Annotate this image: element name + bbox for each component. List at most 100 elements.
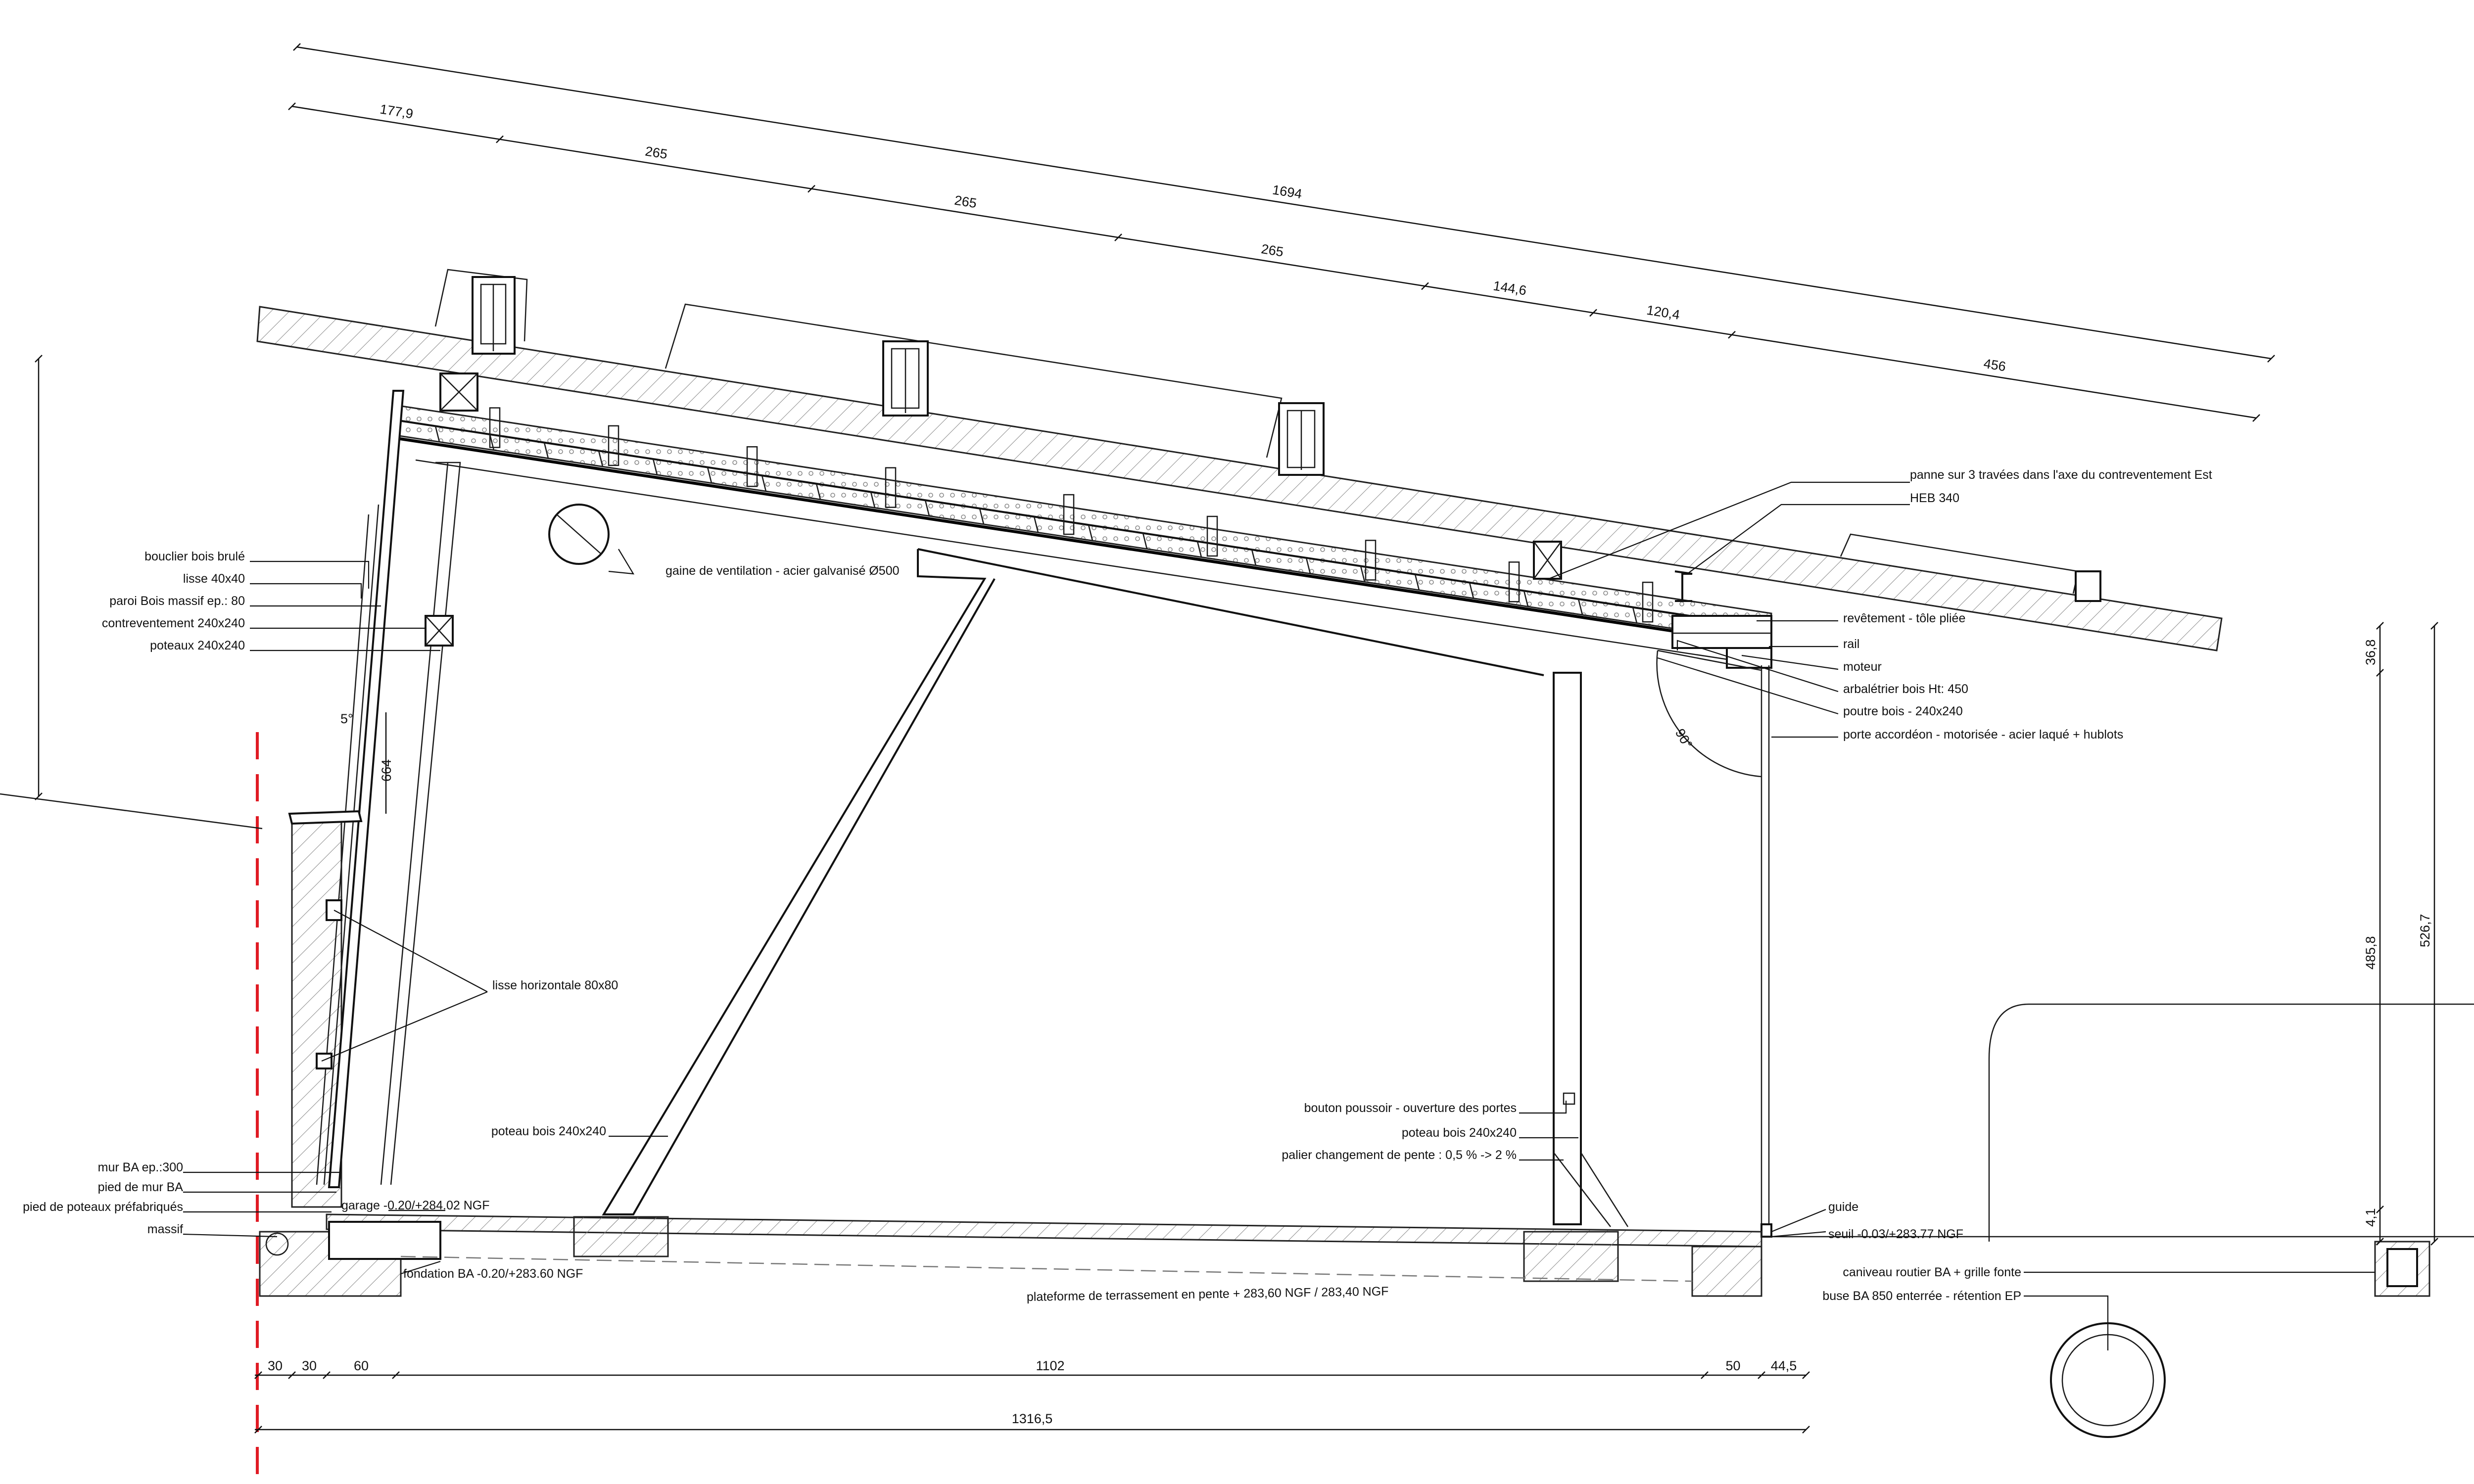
dim-top-tick xyxy=(1421,282,1429,290)
rafter-marker xyxy=(543,442,549,459)
rafter-marker xyxy=(1469,582,1475,599)
door-swing xyxy=(1656,649,1762,778)
rafter-marker xyxy=(870,492,876,508)
dim-bottom-4: 50 xyxy=(1725,1358,1740,1373)
dim-total-tick xyxy=(2267,355,2275,363)
label-poteau-bois-left: poteau bois 240x240 xyxy=(491,1124,606,1138)
dim-top-3: 265 xyxy=(1260,241,1285,260)
label-palier: palier changement de pente : 0,5 % -> 2 … xyxy=(1282,1148,1517,1162)
dim-top-tick xyxy=(808,185,815,193)
label-bardage: bouclier bois brulé xyxy=(144,550,245,563)
rafter-marker xyxy=(1142,533,1148,550)
rafter-marker xyxy=(1577,599,1583,615)
dim-top-6: 456 xyxy=(1983,356,2007,374)
label-guide: guide xyxy=(1828,1200,1858,1214)
interior-posts xyxy=(602,548,1772,1238)
dim-top-4: 144,6 xyxy=(1492,278,1527,298)
dim-top-tick xyxy=(1728,330,1736,339)
dim-top-5: 120,4 xyxy=(1646,303,1681,323)
rafter-marker xyxy=(1196,541,1202,557)
rafter-marker xyxy=(1033,516,1039,533)
dim-bottom-tick xyxy=(1802,1371,1810,1379)
panne xyxy=(1206,515,1218,557)
roof-structure xyxy=(393,372,1772,669)
dim-right-tick xyxy=(2376,1238,2384,1246)
rafter-marker xyxy=(979,508,985,525)
label-lisse-horizontale: lisse horizontale 80x80 xyxy=(492,978,618,992)
rafter-marker xyxy=(1414,574,1420,591)
label-plateforme: plateforme de terrassement en pente + 28… xyxy=(1027,1285,1389,1304)
left-wall xyxy=(288,390,461,1208)
label-fondation: fondation BA -0.20/+283.60 NGF xyxy=(403,1267,583,1281)
rafter-marker xyxy=(707,467,713,483)
rafter-marker xyxy=(652,459,658,475)
rafter-marker xyxy=(761,475,767,492)
label-contreventement: contreventement 240x240 xyxy=(102,616,245,630)
rafter-marker xyxy=(815,483,821,500)
rafter-marker xyxy=(1523,591,1529,607)
rafter-marker xyxy=(1251,549,1257,566)
dim-left-tick xyxy=(35,355,43,363)
dim-bottom-2: 60 xyxy=(354,1358,369,1373)
dim-top-tick xyxy=(496,135,504,143)
roof-slab xyxy=(256,306,2223,651)
label-bouton: bouton poussoir - ouverture des portes xyxy=(1304,1101,1517,1115)
dim-right-small: 4,1 xyxy=(2363,1208,2378,1227)
panne xyxy=(489,407,501,448)
label-heb: HEB 340 xyxy=(1910,491,1959,505)
label-poteaux: poteaux 240x240 xyxy=(150,639,245,652)
panne xyxy=(746,446,758,487)
dim-angle-door: 90° xyxy=(1672,726,1695,751)
dim-right-mid: 485,8 xyxy=(2363,936,2378,970)
dim-bottom-tick xyxy=(392,1371,400,1379)
dim-bottom-tick xyxy=(323,1371,331,1379)
dim-bottom-0: 30 xyxy=(268,1358,283,1373)
panne xyxy=(1508,561,1520,603)
floor-slab xyxy=(259,1003,2474,1438)
panne xyxy=(608,425,619,466)
label-seuil: seuil -0.03/+283.77 NGF xyxy=(1828,1227,1963,1241)
dim-right-total: 526,7 xyxy=(2418,914,2432,947)
rafter-marker xyxy=(1305,557,1311,574)
dim-bottom-total-tick xyxy=(1802,1426,1810,1434)
label-mur-ba: mur BA ep.:300 xyxy=(98,1160,183,1174)
dim-bottom-1: 30 xyxy=(302,1358,317,1373)
dim-bottom-tick xyxy=(288,1371,296,1379)
dim-wall-height: 664 xyxy=(379,759,394,782)
dim-bottom-total: 1316,5 xyxy=(1012,1411,1053,1426)
misc-dimensions: 664 5° 90° 36,8 485,8 526,7 4,1 xyxy=(340,639,2432,1227)
dim-bottom-total-tick xyxy=(254,1426,262,1434)
label-massif: massif xyxy=(147,1222,183,1236)
label-garage: garage -0.20/+284.02 NGF xyxy=(341,1199,490,1212)
dim-right-tick xyxy=(2376,622,2384,630)
label-poteau-bois-right: poteau bois 240x240 xyxy=(1402,1126,1517,1140)
dim-bottom-tick xyxy=(1758,1371,1765,1379)
rafter-marker xyxy=(1360,566,1366,582)
dim-top-tick xyxy=(1114,233,1122,241)
dim-right-tick xyxy=(2430,1238,2438,1246)
dim-bottom-5: 44,5 xyxy=(1771,1358,1797,1373)
dim-total-tick xyxy=(293,43,301,51)
label-pied-mur: pied de mur BA xyxy=(98,1180,184,1194)
panne xyxy=(1365,540,1377,581)
rafter-marker xyxy=(1088,524,1094,541)
rafter-marker xyxy=(434,426,440,442)
rafter-marker xyxy=(1632,607,1638,623)
annotations: bouclier bois brulé lisse 40x40 paroi Bo… xyxy=(23,468,2212,1304)
label-rail: rail xyxy=(1843,637,1859,651)
panne xyxy=(1642,581,1654,623)
panne xyxy=(1063,494,1075,535)
label-lisse: lisse 40x40 xyxy=(183,572,245,586)
dim-right-tick xyxy=(2376,1206,2384,1213)
dim-top-tick xyxy=(288,102,296,110)
dim-left-tick xyxy=(35,792,43,800)
dim-right-top: 36,8 xyxy=(2363,639,2378,665)
roof-skylights xyxy=(434,269,2101,602)
ventilation-duct xyxy=(548,504,610,565)
panne xyxy=(885,467,897,508)
label-porte: porte accordéon - motorisée - acier laqu… xyxy=(1843,728,2123,742)
rafter-marker xyxy=(489,434,495,451)
dim-right-tick xyxy=(2376,669,2384,677)
leader-lines xyxy=(183,481,2375,1350)
